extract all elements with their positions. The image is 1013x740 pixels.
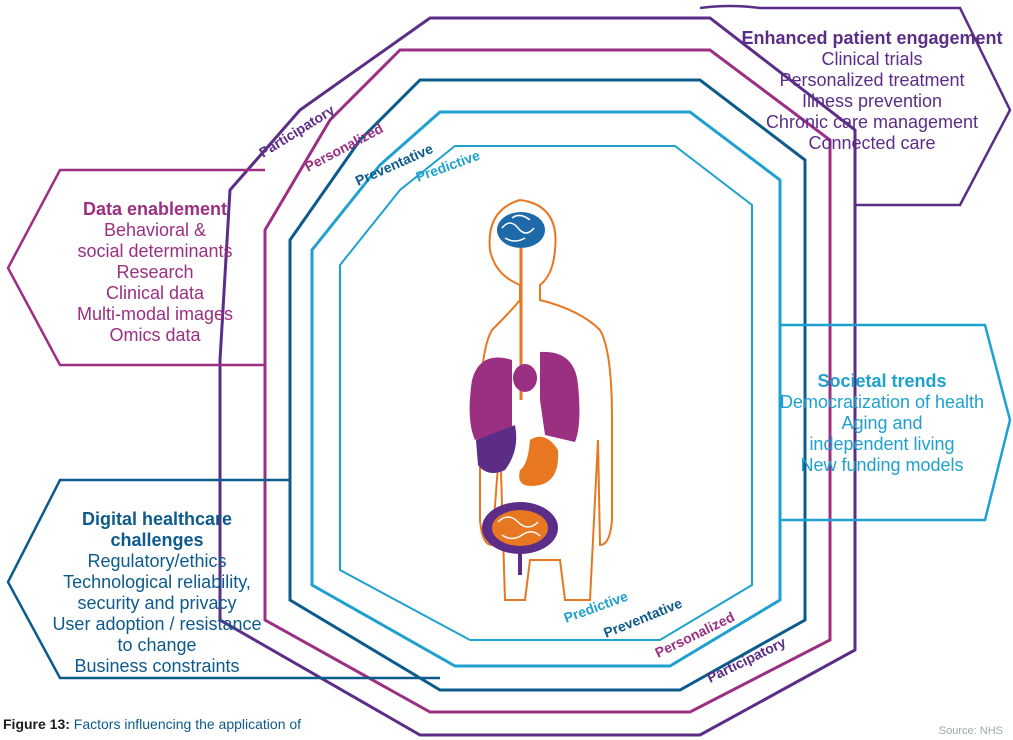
human-body-illustration: [470, 200, 612, 600]
societal-trends-item: New funding models: [758, 455, 1006, 476]
data-enablement-item: Omics data: [40, 325, 270, 346]
societal-trends-item: Aging and: [758, 413, 1006, 434]
challenges-title: Digital healthcare: [26, 509, 288, 530]
challenges-title-2: challenges: [26, 530, 288, 551]
societal-trends-callout: Societal trends Democratization of healt…: [758, 371, 1006, 476]
stomach-icon: [519, 437, 558, 486]
brain-icon: [497, 212, 545, 248]
source-note: Source: NHS: [939, 725, 1003, 737]
figure-caption-text: Factors influencing the application of p…: [74, 716, 303, 732]
intestine-inner-icon: [492, 510, 548, 546]
data-enablement-item: Behavioral &: [40, 220, 270, 241]
figure-caption: Figure 13: Factors influencing the appli…: [3, 714, 303, 740]
engagement-item: Connected care: [738, 133, 1006, 154]
engagement-item: Chronic care management: [738, 112, 1006, 133]
challenges-item: to change: [26, 635, 288, 656]
ring-label-participatory-bottom: Participatory: [704, 634, 788, 686]
engagement-title: Enhanced patient engagement: [738, 28, 1006, 49]
societal-trends-item: Democratization of health: [758, 392, 1006, 413]
engagement-item: Illness prevention: [738, 91, 1006, 112]
data-enablement-item: social determinants: [40, 241, 270, 262]
challenges-item: Business constraints: [26, 656, 288, 677]
data-enablement-title: Data enablement: [40, 199, 270, 220]
challenges-item: Regulatory/ethics: [26, 551, 288, 572]
right-lung-icon: [540, 352, 579, 442]
challenges-item: Technological reliability,: [26, 572, 288, 593]
data-enablement-item: Multi-modal images: [40, 304, 270, 325]
data-enablement-item: Clinical data: [40, 283, 270, 304]
figure-caption-label: Figure 13:: [3, 716, 70, 732]
data-enablement-item: Research: [40, 262, 270, 283]
data-enablement-callout: Data enablement Behavioral & social dete…: [40, 199, 270, 346]
heart-icon: [513, 364, 537, 392]
engagement-item: Clinical trials: [738, 49, 1006, 70]
left-lung-icon: [470, 358, 512, 441]
engagement-callout: Enhanced patient engagement Clinical tri…: [738, 28, 1006, 154]
societal-trends-title: Societal trends: [758, 371, 1006, 392]
challenges-item: User adoption / resistance: [26, 614, 288, 635]
challenges-item: security and privacy: [26, 593, 288, 614]
challenges-callout: Digital healthcare challenges Regulatory…: [26, 509, 288, 677]
societal-trends-item: independent living: [758, 434, 1006, 455]
engagement-item: Personalized treatment: [738, 70, 1006, 91]
